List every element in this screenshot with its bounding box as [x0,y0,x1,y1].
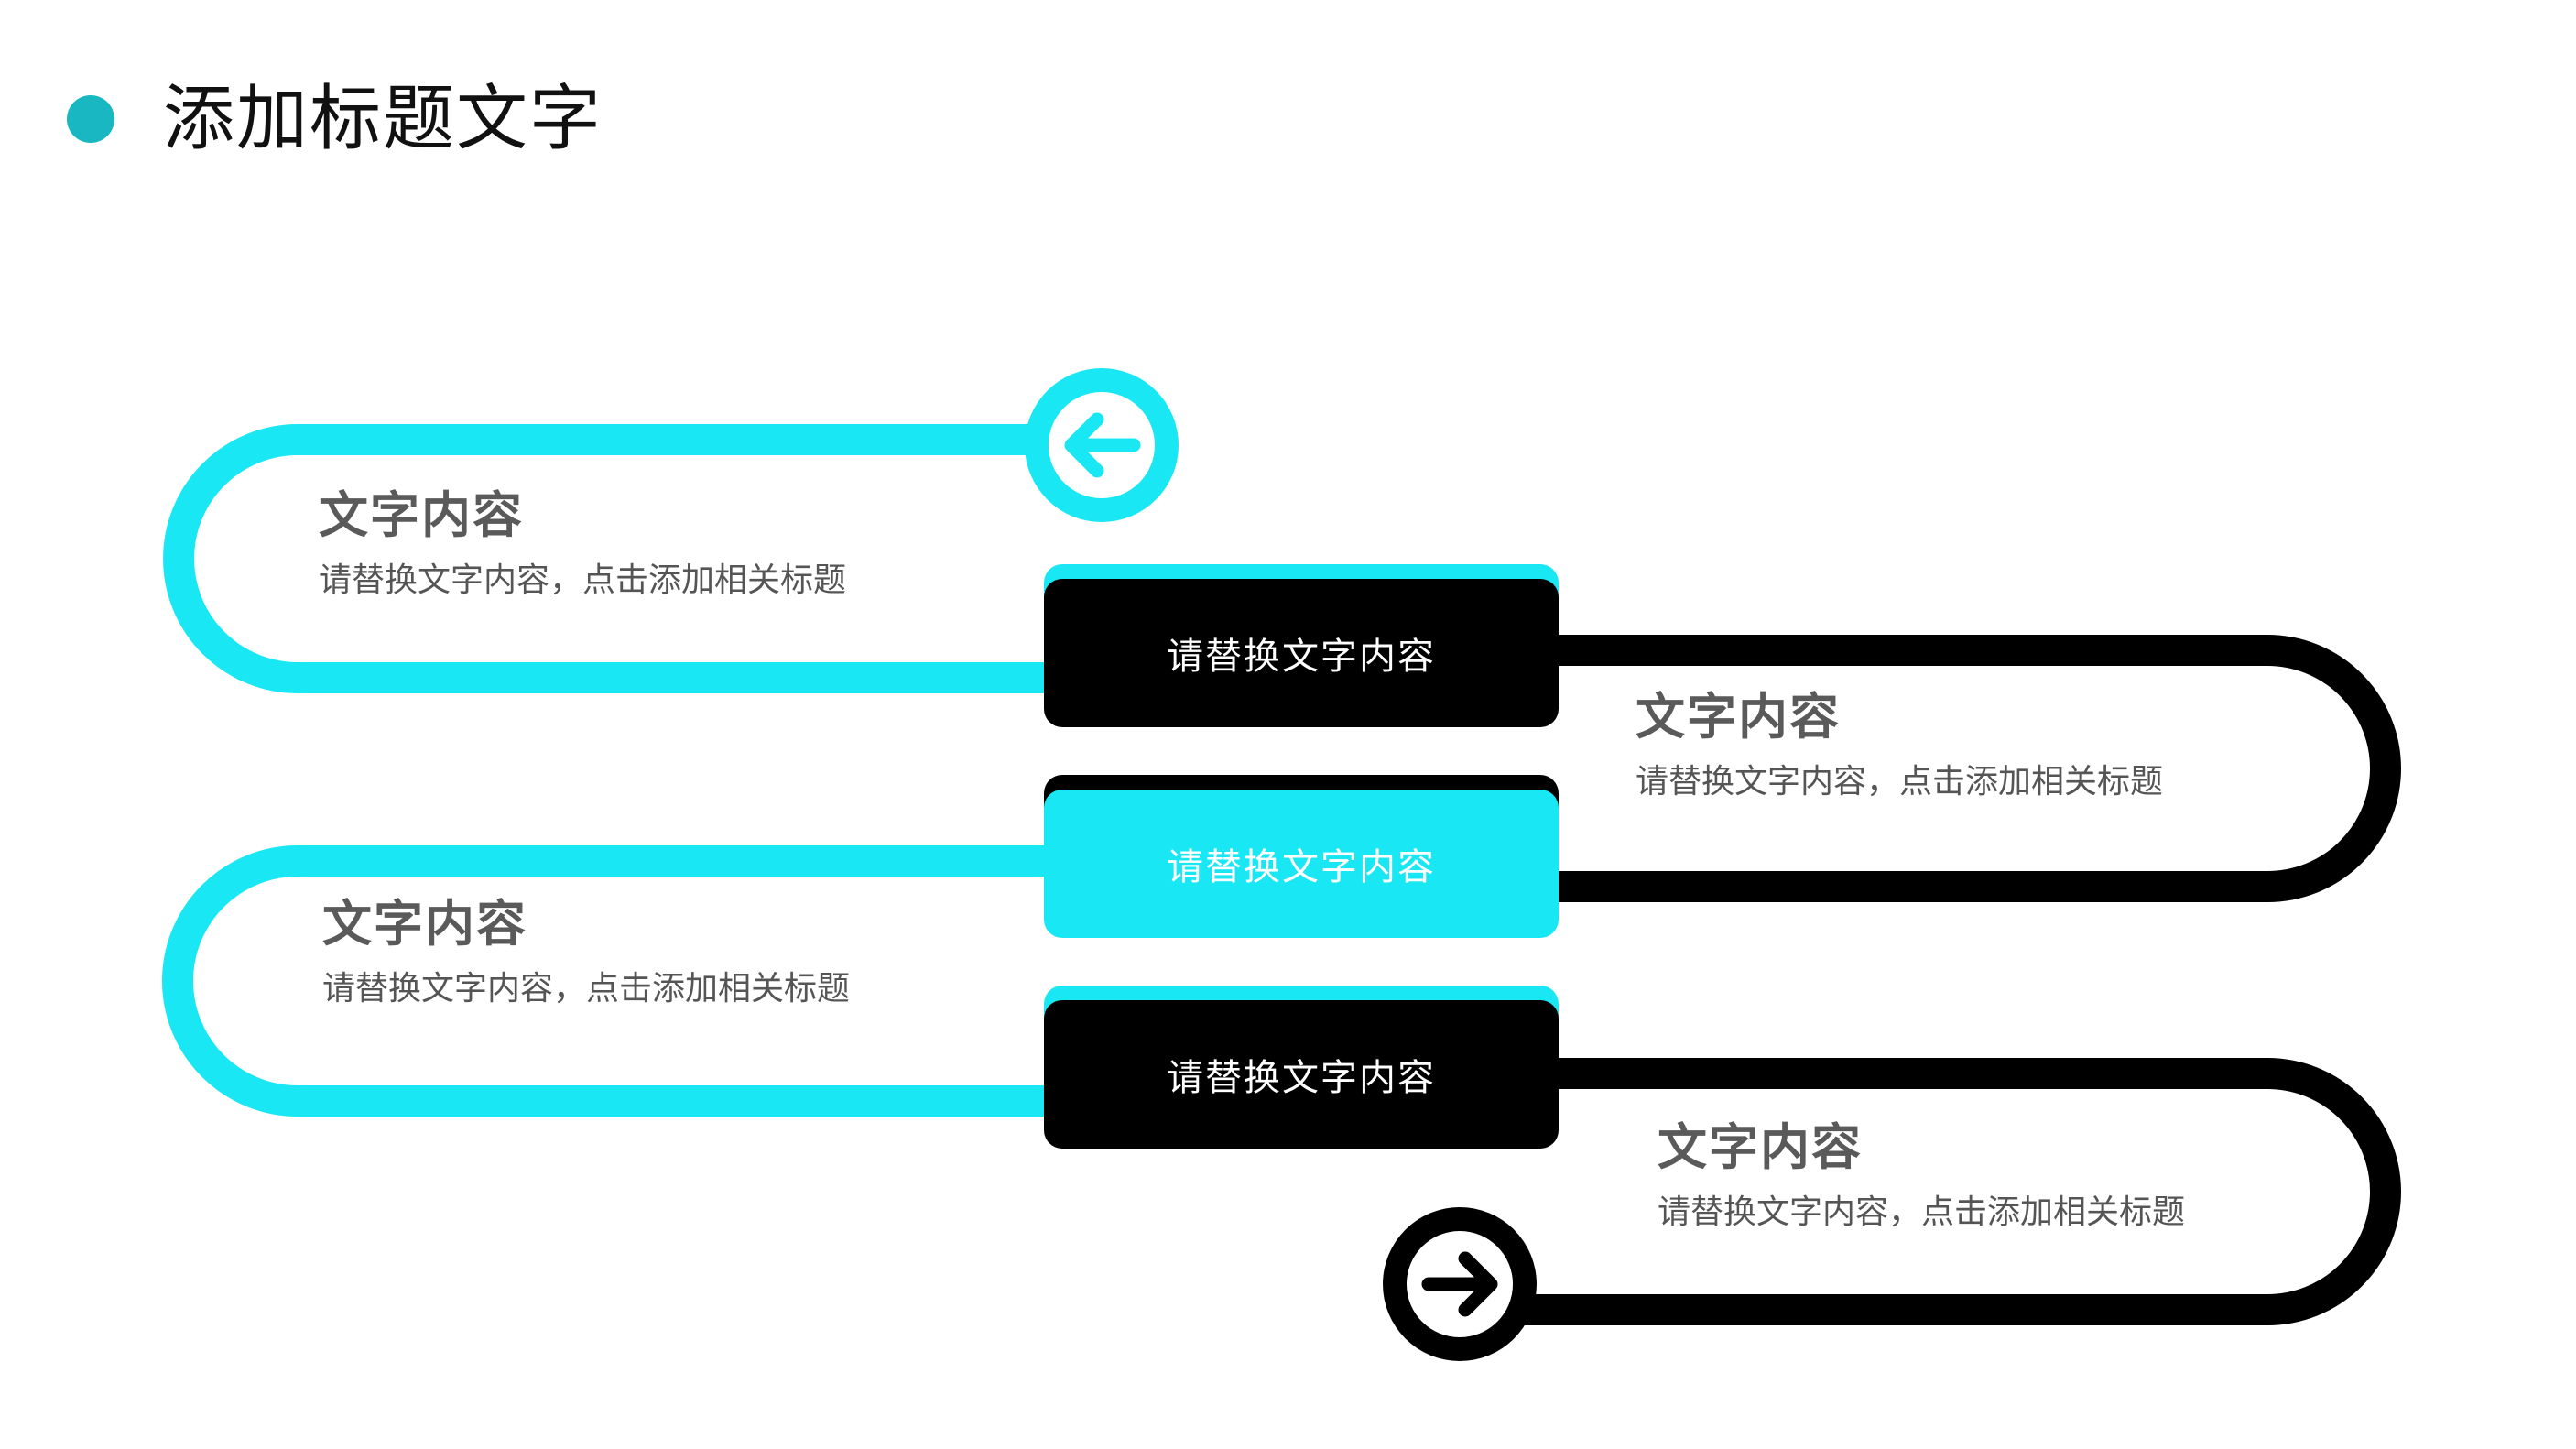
step-box-3: 请替换文字内容 [1044,1000,1559,1149]
step-4-title: 文字内容 [1658,1118,1863,1176]
step-box-1-label: 请替换文字内容 [1167,636,1436,678]
page-title: 添加标题文字 [163,78,603,160]
path-segment-1 [163,424,1090,693]
title-bullet-dot [67,95,114,143]
step-2-description: 请替换文字内容，点击添加相关标题 [1636,763,2164,801]
step-3-title: 文字内容 [322,895,527,953]
step-box-3-label: 请替换文字内容 [1167,1057,1436,1099]
arrow-left-circle-icon [1025,368,1179,522]
step-box-1: 请替换文字内容 [1044,579,1559,727]
step-1-title: 文字内容 [319,486,524,544]
end-icon-arrow [1421,1251,1498,1317]
step-2-title: 文字内容 [1636,688,1841,746]
step-text-2: 文字内容 请替换文字内容，点击添加相关标题 [1636,685,2163,804]
arrow-right-circle-icon [1383,1207,1537,1361]
path-segment-3 [162,845,1062,1117]
step-4-description: 请替换文字内容，点击添加相关标题 [1658,1193,2186,1231]
step-box-2-label: 请替换文字内容 [1167,846,1436,888]
step-1-description: 请替换文字内容，点击添加相关标题 [319,561,847,599]
step-box-2: 请替换文字内容 [1044,790,1559,938]
step-text-4: 文字内容 请替换文字内容，点击添加相关标题 [1658,1116,2185,1235]
path-segment-4 [1465,1058,2401,1325]
step-text-3: 文字内容 请替换文字内容，点击添加相关标题 [322,892,850,1011]
step-3-description: 请替换文字内容，点击添加相关标题 [322,970,851,1008]
step-text-1: 文字内容 请替换文字内容，点击添加相关标题 [319,484,846,603]
start-icon-arrow [1064,412,1141,478]
path-segment-2 [1538,635,2401,902]
